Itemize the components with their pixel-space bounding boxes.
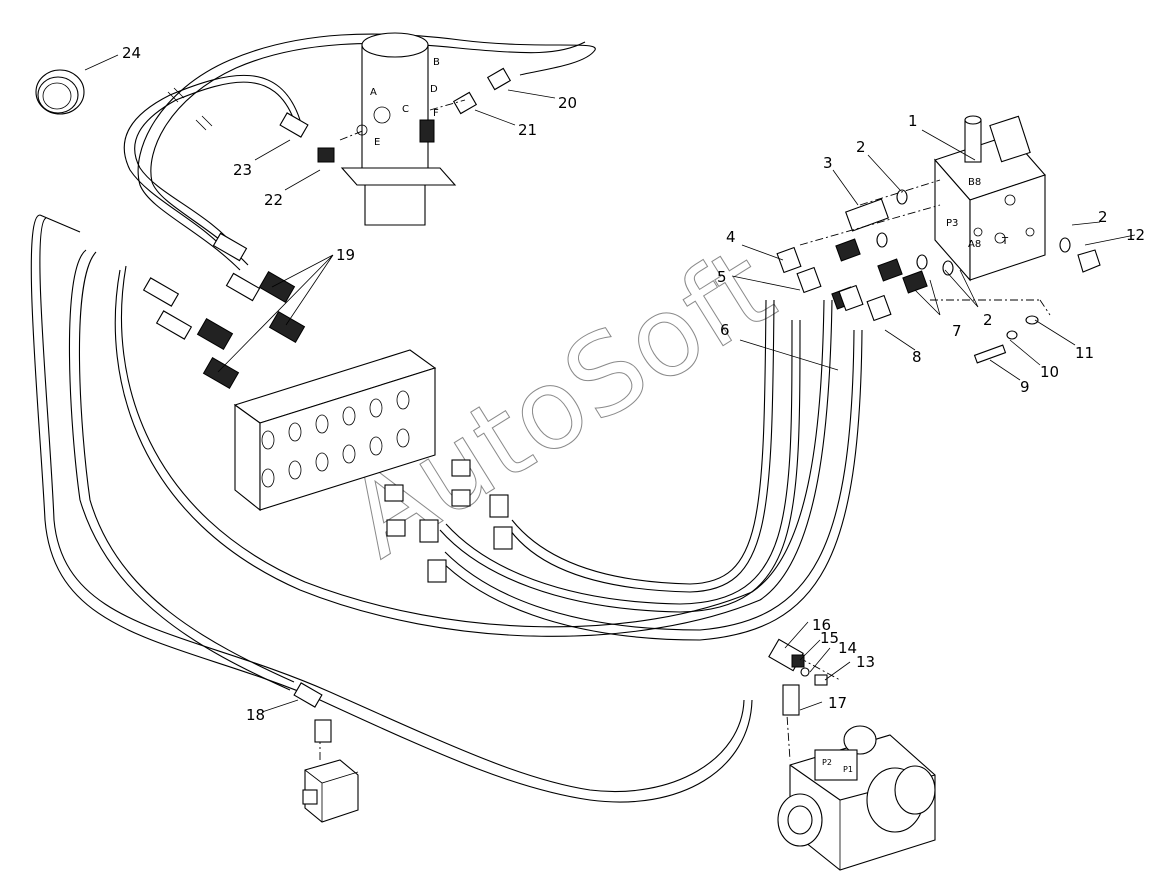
callout-12: 12 bbox=[1126, 226, 1145, 244]
svg-text:P3: P3 bbox=[946, 218, 958, 229]
callout-15: 15 bbox=[820, 629, 839, 647]
hydraulic-pump: P2 P1 bbox=[768, 638, 936, 871]
svg-text:A8: A8 bbox=[968, 239, 981, 250]
fitting-18-block bbox=[293, 682, 359, 823]
callout-4: 4 bbox=[726, 228, 736, 246]
swivel-joint: B A C D E F bbox=[340, 32, 457, 226]
callout-19: 19 bbox=[336, 246, 355, 264]
callout-20: 20 bbox=[558, 94, 577, 112]
fitting-22 bbox=[317, 147, 335, 163]
callout-2c: 2 bbox=[983, 311, 993, 329]
fitting-21 bbox=[452, 91, 478, 115]
callout-18: 18 bbox=[246, 706, 265, 724]
svg-text:P2: P2 bbox=[822, 758, 832, 767]
svg-text:A: A bbox=[370, 87, 377, 98]
cap-24 bbox=[35, 69, 85, 115]
svg-text:D: D bbox=[430, 84, 438, 95]
svg-text:T: T bbox=[1001, 236, 1009, 247]
callout-17: 17 bbox=[828, 694, 847, 712]
fitting-23 bbox=[279, 112, 309, 138]
callout-24: 24 bbox=[122, 44, 141, 62]
callout-3: 3 bbox=[823, 154, 833, 172]
callout-labels: 24 20 21 22 23 19 1 2 3 2 12 4 5 6 2 7 8… bbox=[122, 44, 1145, 724]
hose-lines bbox=[30, 33, 863, 803]
svg-text:F: F bbox=[433, 108, 439, 119]
callout-7: 7 bbox=[952, 322, 962, 340]
svg-text:C: C bbox=[402, 104, 409, 115]
callout-1: 1 bbox=[908, 112, 918, 130]
callout-10: 10 bbox=[1040, 363, 1059, 381]
bulkhead-bracket bbox=[233, 349, 437, 512]
callout-13: 13 bbox=[856, 653, 875, 671]
callout-14: 14 bbox=[838, 639, 857, 657]
valve-fittings bbox=[776, 189, 1101, 364]
fitting-20 bbox=[486, 67, 512, 91]
callout-5: 5 bbox=[717, 268, 727, 286]
callout-8: 8 bbox=[912, 348, 922, 366]
callout-6: 6 bbox=[720, 321, 730, 339]
callout-2a: 2 bbox=[856, 138, 866, 156]
callout-11: 11 bbox=[1075, 344, 1094, 362]
leader-lines bbox=[84, 54, 1136, 713]
callout-2b: 2 bbox=[1098, 208, 1108, 226]
valve-block-1: B8 P3 A8 T bbox=[934, 115, 1046, 282]
callout-9: 9 bbox=[1020, 378, 1030, 396]
svg-text:B8: B8 bbox=[968, 177, 981, 188]
svg-text:P1: P1 bbox=[843, 765, 853, 774]
callout-22: 22 bbox=[264, 191, 283, 209]
callout-21: 21 bbox=[518, 121, 537, 139]
bulkhead-fittings-19 bbox=[142, 232, 513, 583]
callout-16: 16 bbox=[812, 616, 831, 634]
callout-23: 23 bbox=[233, 161, 252, 179]
svg-text:E: E bbox=[374, 137, 380, 148]
svg-text:B: B bbox=[433, 57, 440, 68]
